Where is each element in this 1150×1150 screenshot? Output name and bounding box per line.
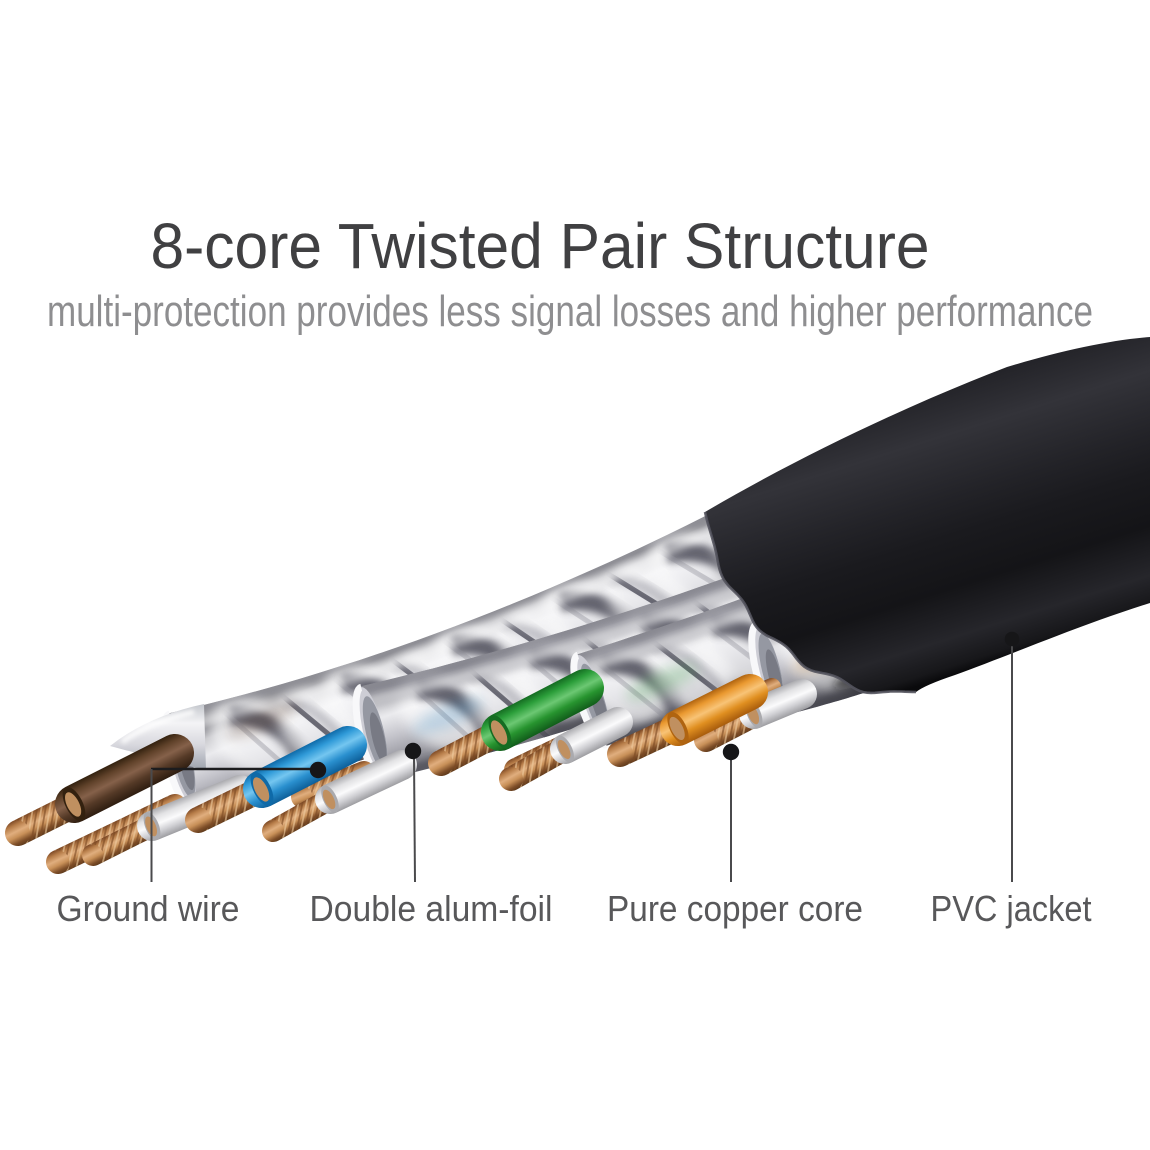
svg-text:multi-protection provides less: multi-protection provides less signal lo… [47, 287, 1093, 336]
svg-text:Pure copper core: Pure copper core [607, 888, 863, 929]
svg-text:Double alum-foil: Double alum-foil [310, 888, 553, 929]
svg-text:PVC jacket: PVC jacket [931, 888, 1092, 929]
svg-text:Ground wire: Ground wire [57, 888, 240, 929]
svg-text:8-core Twisted Pair Structure: 8-core Twisted Pair Structure [151, 210, 930, 282]
